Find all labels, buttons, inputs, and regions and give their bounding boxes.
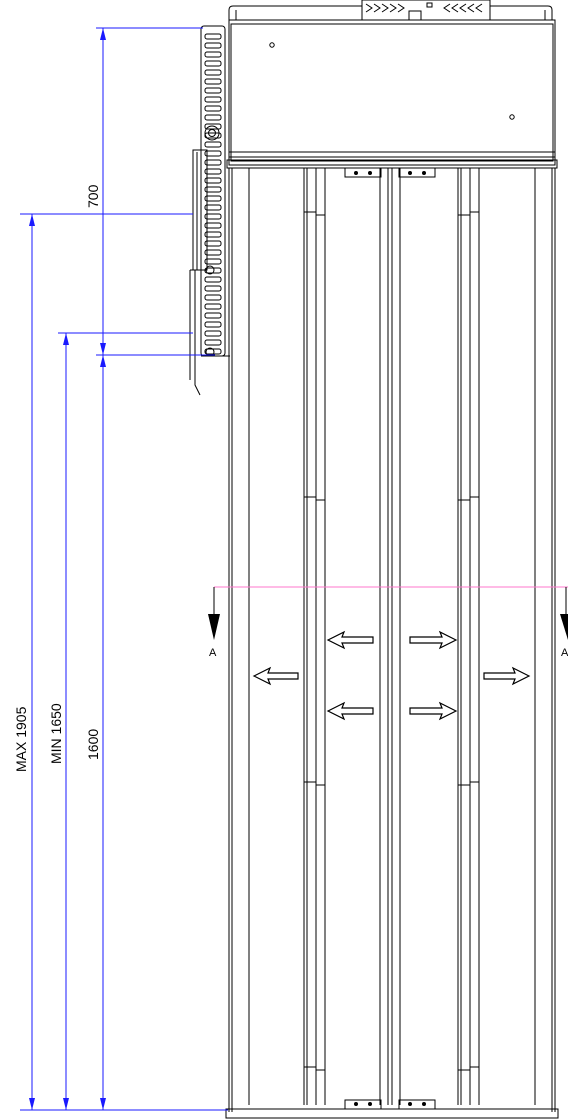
bracket-fin [204,42,222,49]
bracket-fin [204,123,222,130]
bracket-fin [204,258,222,265]
bracket-fin [204,339,222,346]
bracket-fin [204,213,222,220]
dimension-700: 700 [85,184,101,208]
section-line-a [208,586,568,640]
bracket-fin [204,177,222,184]
bracket-fin [204,150,222,157]
left-right-arrow-icon [326,701,374,721]
bracket-fin [204,240,222,247]
bracket-fin [204,285,222,292]
bracket-fin [204,69,222,76]
bracket-fin [204,141,222,148]
bracket-fin [204,321,222,328]
bracket-fin [204,78,222,85]
top-housing [226,0,558,169]
bracket-fin [204,96,222,103]
section-label-right: A [561,647,568,659]
bracket-fin [204,222,222,229]
bracket-fin [204,294,222,301]
bracket-fin [204,330,222,337]
bracket-fin [204,60,222,67]
bracket-fin [204,249,222,256]
section-label-left: A [209,647,217,659]
bracket-fin [204,231,222,238]
bracket-fin [204,114,222,121]
bracket-fin [204,276,222,283]
bracket-fin [204,168,222,175]
bracket-fin [204,195,222,202]
left-right-arrow-icon [326,630,374,650]
dimension-lines [20,27,228,1111]
bracket-fin [204,51,222,58]
flow-arrows [252,630,531,721]
wall-bracket [189,25,230,396]
bracket-fin [204,312,222,319]
panel-column [225,167,559,1119]
bracket-fin [204,159,222,166]
dimension-min: MIN 1650 [48,703,64,764]
bracket-fin [204,303,222,310]
dimension-1600: 1600 [85,729,101,760]
left-right-arrow-icon [409,630,458,650]
bracket-fin [204,186,222,193]
dimension-max: MAX 1905 [13,706,29,772]
dimension-arrowheads [29,28,106,1110]
bracket-fin [204,204,222,211]
left-right-arrow-icon [409,701,458,721]
bracket-fin [204,105,222,112]
left-right-arrow-icon [252,666,299,686]
bracket-fin [204,87,222,94]
left-right-arrow-icon [483,666,531,686]
bracket-fin [204,33,222,40]
